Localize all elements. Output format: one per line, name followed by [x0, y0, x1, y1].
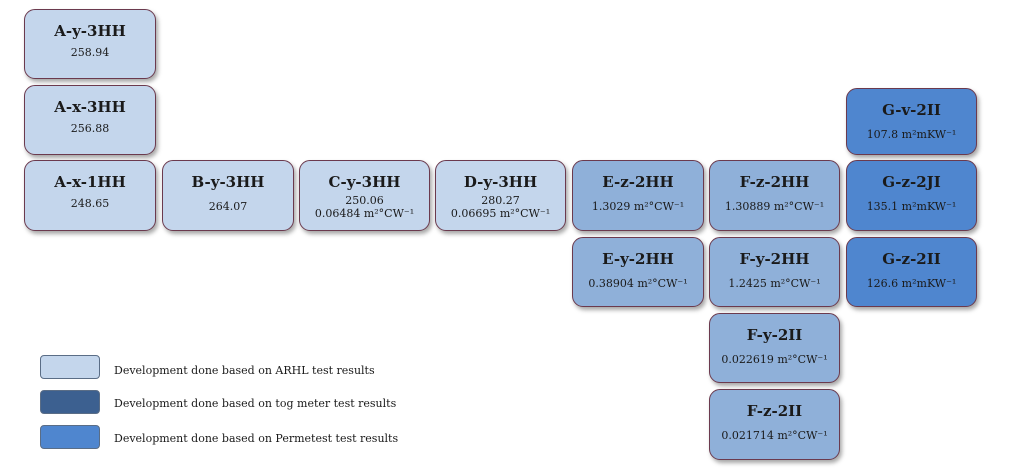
- node-b-y-3hh: B-y-3HH 264.07: [162, 160, 294, 231]
- node-value-secondary: 0.06484 m²°CW⁻¹: [314, 207, 415, 220]
- node-g-z-2ii: G-z-2II 126.6 m²mKW⁻¹: [846, 237, 977, 307]
- node-f-y-2hh: F-y-2HH 1.2425 m²°CW⁻¹: [709, 237, 840, 307]
- legend-label-permetest: Development done based on Permetest test…: [114, 432, 399, 445]
- node-label: B-y-3HH: [191, 173, 265, 191]
- node-value: 1.30889 m²°CW⁻¹: [724, 200, 825, 213]
- node-g-v-2ii: G-v-2II 107.8 m²mKW⁻¹: [846, 88, 977, 155]
- node-label: G-z-2II: [882, 250, 941, 268]
- node-a-x-3hh: A-x-3HH 256.88: [24, 85, 156, 155]
- node-value: 135.1 m²mKW⁻¹: [866, 200, 957, 213]
- legend-swatch-arhl: [40, 355, 100, 379]
- node-value: 0.021714 m²°CW⁻¹: [721, 429, 828, 442]
- node-e-y-2hh: E-y-2HH 0.38904 m²°CW⁻¹: [572, 237, 704, 307]
- node-label: F-z-2II: [746, 402, 803, 420]
- node-value: 250.06: [345, 194, 384, 207]
- legend-swatch-tog-meter: [40, 390, 100, 414]
- node-a-x-1hh: A-x-1HH 248.65: [24, 160, 156, 231]
- node-f-z-2hh: F-z-2HH 1.30889 m²°CW⁻¹: [709, 160, 840, 231]
- node-label: A-x-1HH: [54, 173, 126, 191]
- node-label: F-z-2HH: [739, 173, 810, 191]
- node-g-z-2ji: G-z-2JI 135.1 m²mKW⁻¹: [846, 160, 977, 231]
- legend-swatch-permetest: [40, 425, 100, 449]
- node-value: 0.38904 m²°CW⁻¹: [588, 277, 688, 290]
- node-value: 264.07: [208, 200, 248, 213]
- node-f-z-2ii: F-z-2II 0.021714 m²°CW⁻¹: [709, 389, 840, 460]
- node-value: 280.27: [481, 194, 520, 207]
- node-value-secondary: 0.06695 m²°CW⁻¹: [450, 207, 551, 220]
- node-label: D-y-3HH: [463, 173, 538, 191]
- node-label: F-y-2HH: [739, 250, 810, 268]
- legend-label-tog-meter: Development done based on tog meter test…: [114, 397, 397, 410]
- node-e-z-2hh: E-z-2HH 1.3029 m²°CW⁻¹: [572, 160, 704, 231]
- node-value: 0.022619 m²°CW⁻¹: [721, 353, 828, 366]
- node-label: E-z-2HH: [602, 173, 674, 191]
- node-value: 107.8 m²mKW⁻¹: [866, 128, 957, 141]
- node-label: A-x-3HH: [54, 98, 126, 116]
- node-value: 1.2425 m²°CW⁻¹: [728, 277, 821, 290]
- node-c-y-3hh: C-y-3HH 250.06 0.06484 m²°CW⁻¹: [299, 160, 430, 231]
- legend-label-arhl: Development done based on ARHL test resu…: [114, 364, 375, 377]
- node-label: E-y-2HH: [602, 250, 674, 268]
- node-value: 248.65: [70, 197, 110, 210]
- node-value: 126.6 m²mKW⁻¹: [866, 277, 957, 290]
- node-label: G-z-2JI: [882, 173, 941, 191]
- node-label: G-v-2II: [882, 101, 941, 119]
- node-value: 1.3029 m²°CW⁻¹: [591, 200, 685, 213]
- node-value: 258.94: [70, 46, 110, 59]
- node-label: F-y-2II: [746, 326, 803, 344]
- node-label: C-y-3HH: [328, 173, 401, 191]
- node-label: A-y-3HH: [54, 22, 126, 40]
- node-a-y-3hh: A-y-3HH 258.94: [24, 9, 156, 79]
- node-f-y-2ii: F-y-2II 0.022619 m²°CW⁻¹: [709, 313, 840, 383]
- node-value: 256.88: [70, 122, 110, 135]
- node-d-y-3hh: D-y-3HH 280.27 0.06695 m²°CW⁻¹: [435, 160, 566, 231]
